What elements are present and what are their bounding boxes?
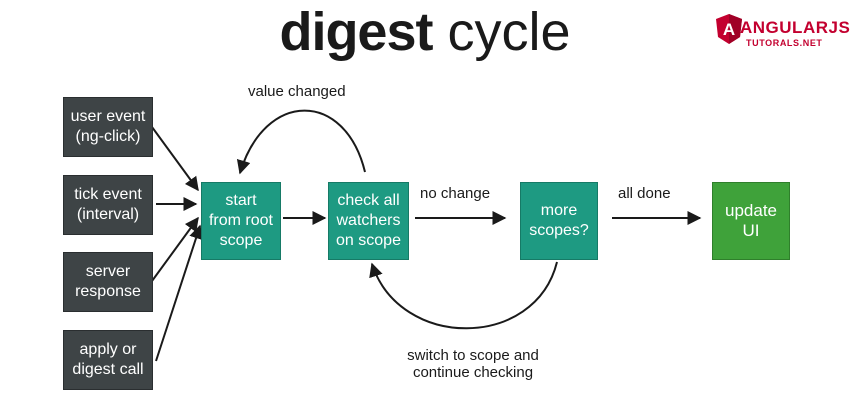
arrow-apply-digest [155, 224, 203, 362]
label-value-changed: value changed [248, 83, 346, 100]
diagram-title: digest cycle [0, 0, 850, 64]
arrow-server-response [151, 216, 199, 282]
arrow-switch-scope-loop [369, 261, 558, 330]
label-switch-line1: switch to scope and [407, 347, 539, 364]
angular-shield-icon: A [716, 14, 742, 44]
arrow-user-event [151, 126, 199, 192]
svg-text:A: A [723, 20, 735, 39]
label-no-change: no change [420, 185, 491, 202]
logo-brand: ANGULARJS [740, 18, 850, 37]
arrow-value-changed-loop [236, 109, 366, 175]
source-tick-event: tick event(interval) [63, 175, 153, 235]
label-switch-line2: continue checking [412, 364, 534, 381]
label-all-done: all done [618, 185, 671, 202]
title-bold: digest [279, 2, 433, 62]
label-switch-scope: switch to scope and continue checking [388, 347, 558, 381]
logo-subtitle: TUTORALS.NET [746, 38, 823, 48]
source-user-event: user event(ng-click) [63, 97, 153, 157]
angularjs-logo: A ANGULARJS TUTORALS.NET [716, 14, 850, 54]
title-light: cycle [447, 2, 571, 62]
